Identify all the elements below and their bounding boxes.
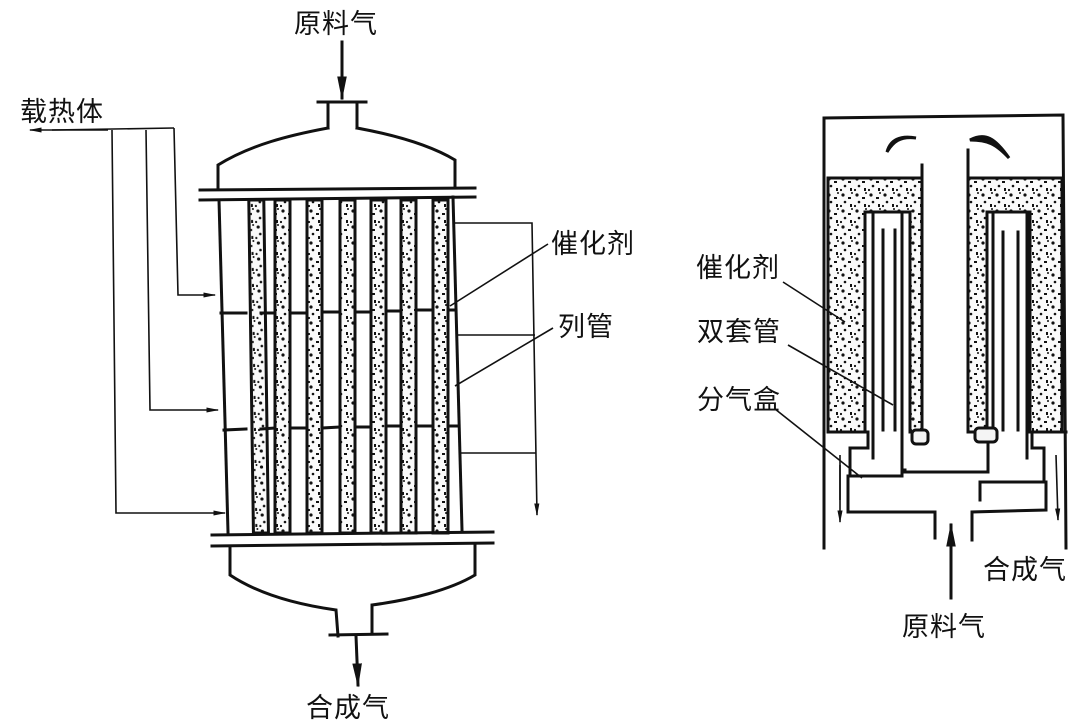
bottom-flange (210, 541, 495, 548)
catalyst-tube (399, 198, 418, 535)
heat-carrier-outlet-collector (455, 222, 540, 517)
flow-arrow-left (885, 135, 917, 153)
label-syngas-right: 合成气 (983, 555, 1067, 586)
outer-shell (822, 113, 1068, 550)
left-reactor (28, 40, 554, 688)
right-reactor (774, 113, 1068, 600)
bottom-nozzle (328, 632, 389, 637)
heat-carrier-inlet-lower (111, 129, 227, 516)
label-feed-gas-right: 原料气 (902, 612, 986, 643)
label-syngas-left: 合成气 (306, 693, 390, 724)
label-gas-distributor: 分气盒 (697, 385, 781, 416)
catalyst-tube (338, 198, 357, 535)
baffle-upper (219, 308, 458, 315)
gas-distribution-box (826, 430, 1068, 542)
flow-arrow-right (969, 135, 1011, 160)
tube-end-cap (910, 428, 930, 446)
label-tubes: 列管 (558, 312, 614, 343)
heat-carrier-inlet-upper (173, 127, 217, 298)
double-tube-leader-line (787, 344, 894, 406)
center-riser (920, 148, 970, 434)
top-tube-sheet (198, 195, 477, 202)
double-tube-left (871, 210, 904, 460)
distributor-inner (900, 440, 990, 474)
heat-carrier-inlet-middle (145, 129, 220, 413)
shell-left-wall (217, 198, 230, 534)
label-heat-carrier: 载热体 (20, 97, 104, 128)
label-feed-gas-left: 原料气 (294, 9, 378, 40)
bottom-head (228, 542, 477, 638)
catalyst-tube (431, 198, 450, 535)
top-nozzle (316, 100, 368, 130)
bottom-tube-sheet (210, 530, 495, 537)
catalyst-leader-line (449, 243, 549, 307)
tubes-leader-line (454, 327, 554, 387)
top-flange (198, 186, 477, 192)
top-head (216, 126, 457, 190)
tube-end-cap (973, 426, 999, 444)
catalyst-tubes (247, 198, 450, 535)
catalyst-tube (305, 198, 324, 535)
catalyst-tube (247, 198, 270, 535)
label-catalyst-right: 催化剂 (696, 253, 780, 284)
heat-carrier-outlets (455, 222, 540, 517)
catalyst-bed-right (966, 176, 1064, 434)
distributor-leader-line (774, 408, 863, 479)
catalyst-tube (369, 198, 388, 535)
label-catalyst-left: 催化剂 (551, 229, 635, 260)
label-double-tube: 双套管 (697, 317, 781, 348)
shell-right-wall (451, 195, 464, 532)
heat-carrier-inlets (28, 127, 227, 516)
baffle-lower (222, 424, 461, 432)
catalyst-tube (273, 198, 292, 535)
syngas-arrow-right (1055, 454, 1061, 522)
double-tube-right (991, 210, 1029, 460)
syngas-outlet-arrow (352, 634, 362, 688)
catalyst-leader-line-right (782, 281, 846, 323)
